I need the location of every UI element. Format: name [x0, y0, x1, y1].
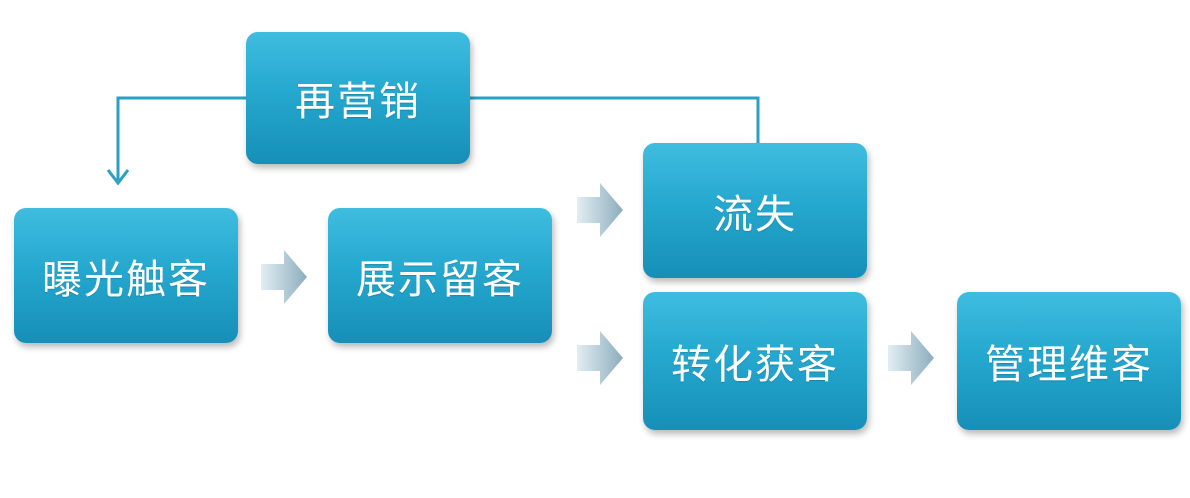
node-management: 管理维客 [957, 292, 1181, 430]
node-churn: 流失 [643, 143, 867, 278]
node-conversion: 转化获客 [643, 292, 867, 430]
node-remarketing: 再营销 [246, 32, 470, 164]
node-management-label: 管理维客 [985, 342, 1153, 388]
node-exposure-label: 曝光触客 [42, 256, 210, 303]
node-exposure: 曝光触客 [14, 208, 238, 343]
node-display-label: 展示留客 [356, 256, 524, 303]
node-display: 展示留客 [328, 208, 552, 343]
arrow-conversion-to-management-icon [888, 331, 934, 385]
feedback-connector-line-left [116, 96, 246, 180]
feedback-arrowhead [106, 169, 130, 186]
node-remarketing-label: 再营销 [295, 79, 421, 125]
node-conversion-label: 转化获客 [671, 342, 839, 388]
arrow-display-to-churn-icon [577, 183, 623, 237]
arrow-exposure-to-display-icon [261, 250, 307, 304]
arrow-display-to-conversion-icon [577, 331, 623, 385]
node-churn-label: 流失 [713, 191, 797, 238]
feedback-connector-line [470, 96, 760, 143]
